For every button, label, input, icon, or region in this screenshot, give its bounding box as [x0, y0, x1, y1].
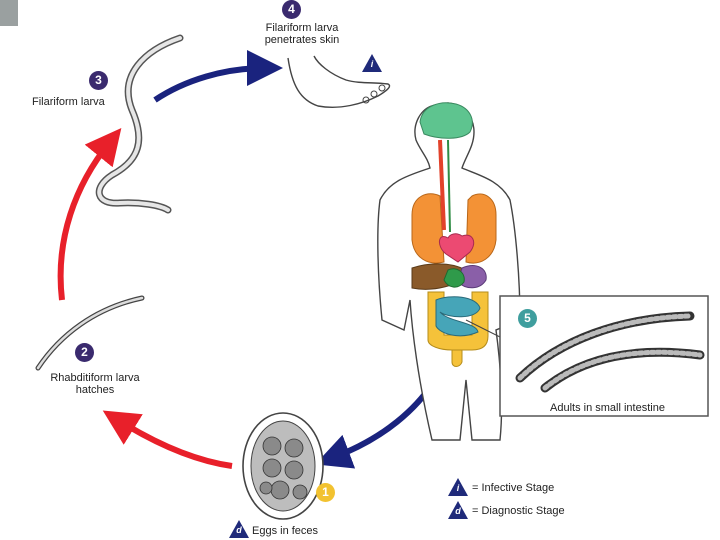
infective-triangle-icon	[448, 478, 468, 496]
diagnostic-triangle-icon	[229, 520, 249, 538]
diagnostic-triangle-icon	[448, 501, 468, 519]
egg-illustration	[242, 412, 324, 520]
stage-2-label-line1: Rhabditiform larva	[50, 372, 140, 384]
legend-diagnostic-marker: d	[448, 501, 468, 519]
stage-1-label: Eggs in feces	[252, 525, 319, 537]
rhabditiform-larva-illustration	[35, 295, 145, 371]
stage-5-badge: 5	[518, 309, 537, 328]
stage-1-diagnostic-marker: d	[229, 520, 249, 538]
stage-4-infective-marker: i	[362, 54, 382, 72]
human-body-illustration	[377, 102, 521, 441]
stage-1-badge: 1	[316, 483, 335, 502]
legend-diagnostic-letter: d	[455, 506, 461, 516]
stage-5-label: Adults in small intestine	[550, 402, 665, 414]
stage-3-badge: 3	[89, 71, 108, 90]
arrow-eggs-to-rhabditiform	[102, 410, 233, 469]
stage-2-label: Rhabditiform larva hatches	[20, 372, 170, 396]
stage-4-label: Filariform larva penetrates skin	[252, 22, 352, 46]
corner-square	[0, 0, 18, 26]
legend-infective-marker: i	[448, 478, 468, 496]
stage-4-label-line1: Filariform larva	[265, 22, 339, 34]
stage-2-badge: 2	[75, 343, 94, 362]
legend-infective-label: = Infective Stage	[472, 482, 555, 494]
arrow-rhabditiform-to-filariform	[57, 128, 122, 301]
foot-illustration	[287, 55, 391, 108]
stage-1-marker-letter: d	[236, 525, 242, 535]
stage-4-badge: 4	[282, 0, 301, 19]
stage-4-label-line2: penetrates skin	[264, 34, 340, 46]
arrow-filariform-to-skin	[153, 50, 283, 103]
legend-infective-letter: i	[456, 483, 460, 493]
filariform-larva-illustration	[95, 34, 184, 214]
stage-3-label: Filariform larva	[32, 96, 105, 108]
infective-triangle-icon	[362, 54, 382, 72]
stage-2-label-line2: hatches	[75, 384, 115, 396]
stage-4-marker-letter: i	[370, 59, 374, 69]
legend-diagnostic-label: = Diagnostic Stage	[472, 505, 565, 517]
